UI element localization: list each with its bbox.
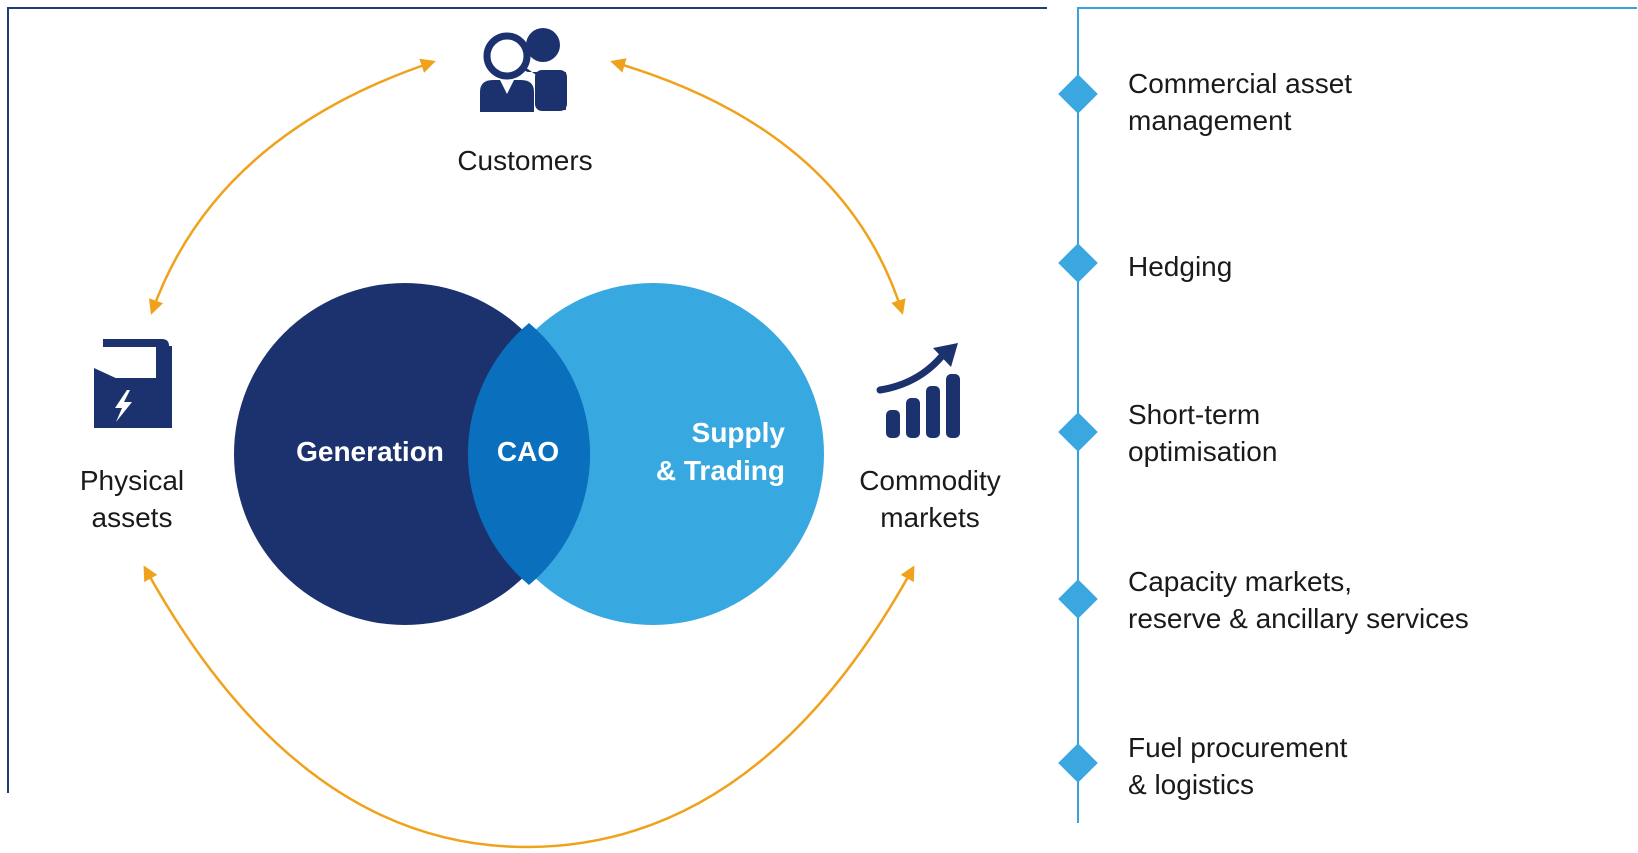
- right-panel-top-border: [1077, 7, 1637, 9]
- generation-circle: [234, 283, 576, 625]
- service-item: Short-term optimisation: [1128, 399, 1278, 467]
- growth-chart-icon: [876, 343, 960, 438]
- customers-icon: [480, 28, 567, 112]
- customers-label: Customers: [457, 145, 593, 176]
- commodity-markets-label: Commodity markets: [859, 465, 1001, 533]
- arrow-physical-assets-commodity-markets: [143, 565, 915, 849]
- cao-label: CAO: [496, 436, 560, 467]
- arrow-customers-commodity-markets: [610, 58, 906, 315]
- left-panel-border: [7, 7, 9, 793]
- arrow-customers-physical-assets: [148, 58, 436, 315]
- cao-overlap: [467, 323, 591, 585]
- service-item: Hedging: [1128, 251, 1233, 282]
- physical-assets-label: Physical assets: [79, 465, 185, 533]
- generation-label: Generation: [296, 436, 444, 467]
- supply-trading-label: Supply & Trading: [655, 417, 785, 486]
- left-panel-top-border: [7, 7, 1047, 9]
- service-item: Commercial asset management: [1128, 68, 1353, 136]
- service-item: Fuel procurement & logistics: [1128, 732, 1348, 800]
- supply-trading-circle: [482, 283, 824, 625]
- factory-icon: [94, 339, 172, 428]
- service-item: Capacity markets, reserve & ancillary se…: [1128, 566, 1469, 634]
